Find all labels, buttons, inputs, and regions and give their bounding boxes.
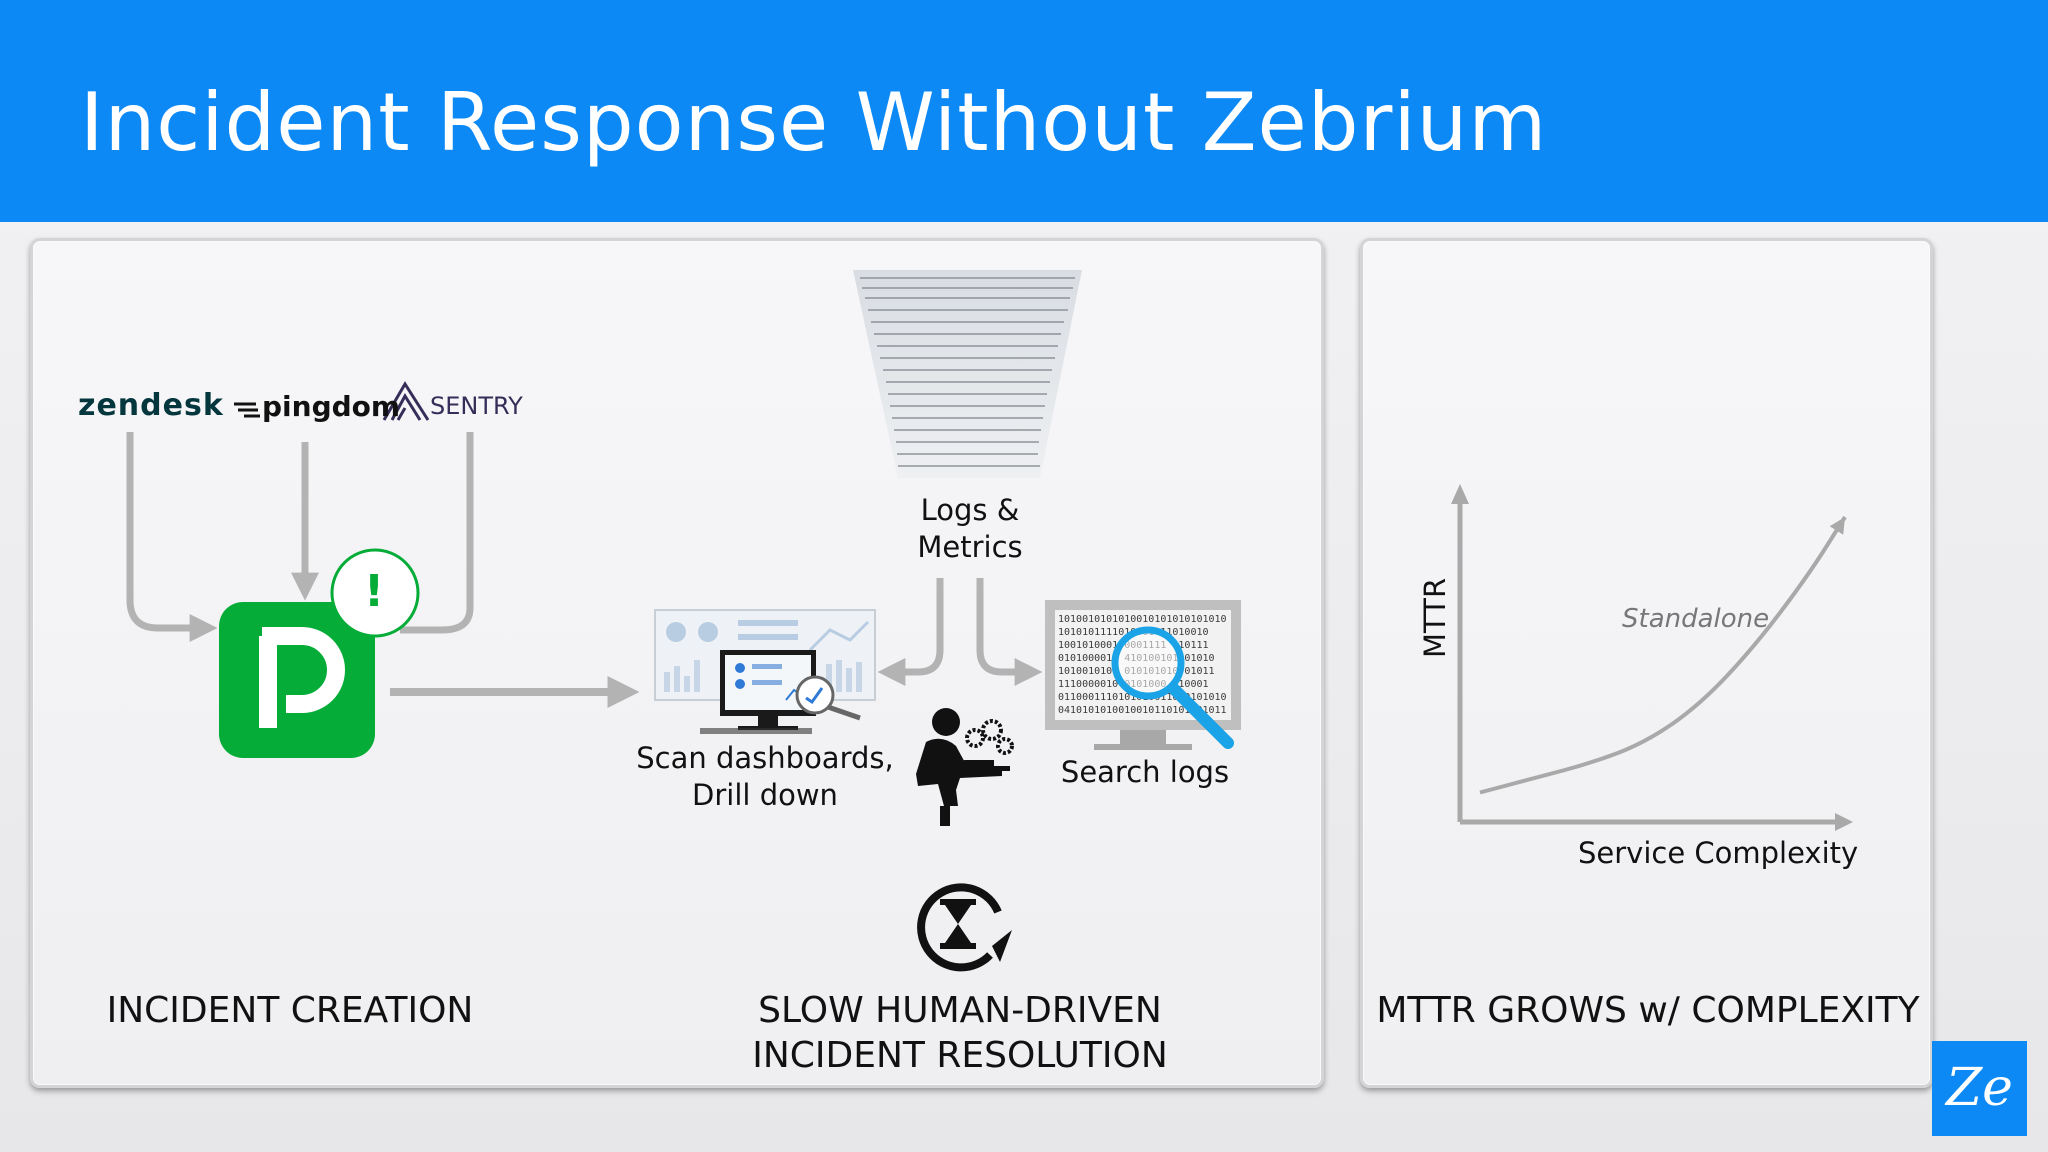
- slide-title: Incident Response Without Zebrium: [80, 76, 1548, 169]
- pagerduty-logo: [219, 602, 375, 758]
- logs-metrics-label: Logs & Metrics: [890, 492, 1050, 566]
- chart-axes: [1451, 484, 1853, 831]
- scan-line1: Scan dashboards,: [636, 741, 894, 775]
- series-line-standalone: [1479, 515, 1847, 795]
- logs-metrics-line2: Metrics: [917, 530, 1023, 564]
- logs-metrics-line1: Logs &: [920, 493, 1020, 527]
- logs-branch-connectors: [877, 578, 1043, 686]
- binary-row: 1010010101010010101010101010: [1058, 614, 1227, 625]
- logs-to-dashboards-connector: [877, 578, 944, 686]
- pingdom-logo-text: pingdom: [262, 390, 401, 423]
- zendesk-logo-text: zendesk: [78, 388, 224, 423]
- slow-resolution-caption: SLOW HUMAN-DRIVEN INCIDENT RESOLUTION: [730, 988, 1190, 1078]
- chart-x-axis-label: Service Complexity: [1578, 836, 1859, 870]
- mttr-chart-panel: [1360, 238, 1933, 1088]
- logs-to-search-connector: [976, 578, 1043, 686]
- pingdom-logo-icon: [234, 402, 260, 418]
- source-connectors: [126, 432, 474, 642]
- x-axis-arrowhead: [1835, 813, 1853, 831]
- hourglass-timer-icon: [917, 883, 1012, 972]
- slow-line1: SLOW HUMAN-DRIVEN: [758, 990, 1162, 1031]
- title-bar: Incident Response Without Zebrium: [0, 0, 2048, 222]
- log-search-monitor-icon: 1010010101010010101010101010101010111101…: [1045, 600, 1241, 750]
- scan-line2: Drill down: [692, 778, 838, 812]
- y-axis-arrowhead: [1451, 484, 1469, 504]
- scan-dashboards-label: Scan dashboards, Drill down: [620, 740, 910, 814]
- chart-series: [1479, 515, 1847, 795]
- incident-creation-caption: INCIDENT CREATION: [106, 990, 474, 1031]
- log-funnel-icon: [853, 270, 1082, 478]
- sentry-connector: [400, 432, 474, 634]
- sentry-logo-icon: [382, 381, 430, 421]
- engineer-workstation-icon: [916, 708, 1014, 826]
- slow-line2: INCIDENT RESOLUTION: [752, 1035, 1168, 1076]
- zendesk-connector: [126, 432, 218, 642]
- sentry-logo-text: SENTRY: [430, 392, 523, 420]
- chart-y-axis-label: MTTR: [1418, 577, 1452, 658]
- zebrium-badge: Ze: [1932, 1041, 2027, 1136]
- alert-symbol: !: [364, 566, 385, 617]
- binary-row: 0410101010010010110101001011: [1058, 705, 1227, 716]
- search-logs-label: Search logs: [1060, 755, 1230, 789]
- series-arrowhead: [1829, 517, 1845, 535]
- alert-badge: [330, 548, 420, 638]
- series-label-standalone: Standalone: [1622, 604, 1770, 634]
- dashboard-monitors-icon: [654, 609, 876, 734]
- mttr-grows-caption: MTTR GROWS w/ COMPLEXITY: [1376, 990, 1920, 1031]
